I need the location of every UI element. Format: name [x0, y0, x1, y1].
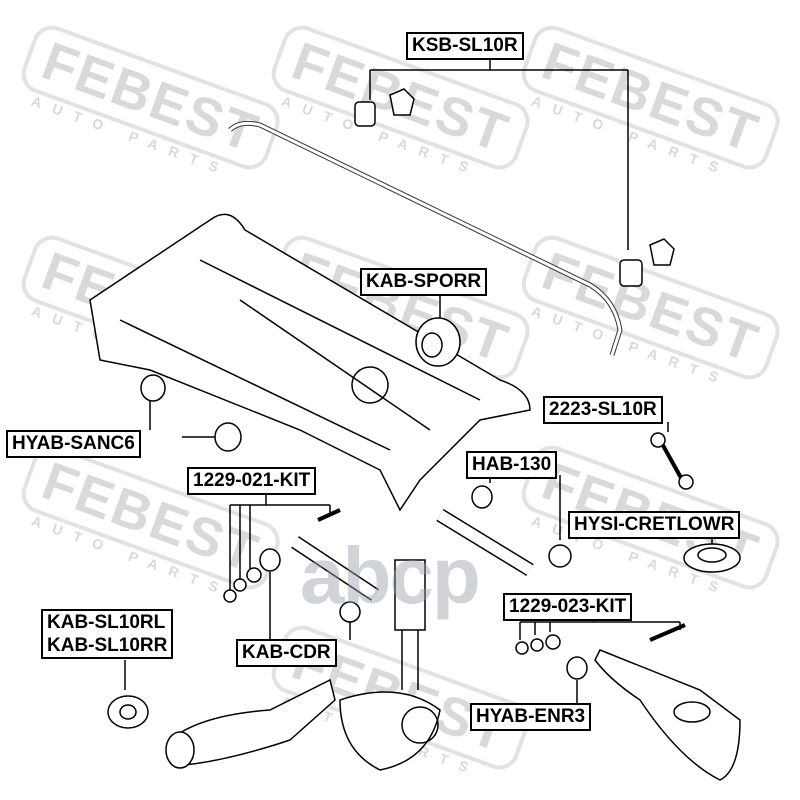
part-label-1229-023-kit[interactable]: 1229-023-KIT	[503, 593, 633, 621]
part-label-hysi-cretlowr[interactable]: HYSI-CRETLOWR	[568, 511, 741, 539]
part-label-hyab-sanc6[interactable]: HYAB-SANC6	[6, 430, 141, 458]
part-label-2223-sl10r[interactable]: 2223-SL10R	[543, 396, 663, 424]
part-label-hyab-enr3[interactable]: HYAB-ENR3	[470, 703, 592, 731]
part-label-kab-sl10rl: KAB-SL10RL	[47, 612, 166, 633]
center-watermark: abcp	[300, 531, 481, 620]
part-label-hab-130[interactable]: HAB-130	[466, 451, 558, 479]
part-label-ksb-sl10r[interactable]: KSB-SL10R	[406, 32, 524, 60]
part-label-1229-021-kit[interactable]: 1229-021-KIT	[187, 467, 317, 495]
part-label-kab-cdr[interactable]: KAB-CDR	[236, 639, 337, 667]
part-label-kab-sl10rr: KAB-SL10RR	[47, 635, 168, 656]
part-label-kab-sl10rl-rr[interactable]: KAB-SL10RL KAB-SL10RR	[41, 609, 174, 659]
part-label-kab-sporr[interactable]: KAB-SPORR	[360, 268, 488, 296]
